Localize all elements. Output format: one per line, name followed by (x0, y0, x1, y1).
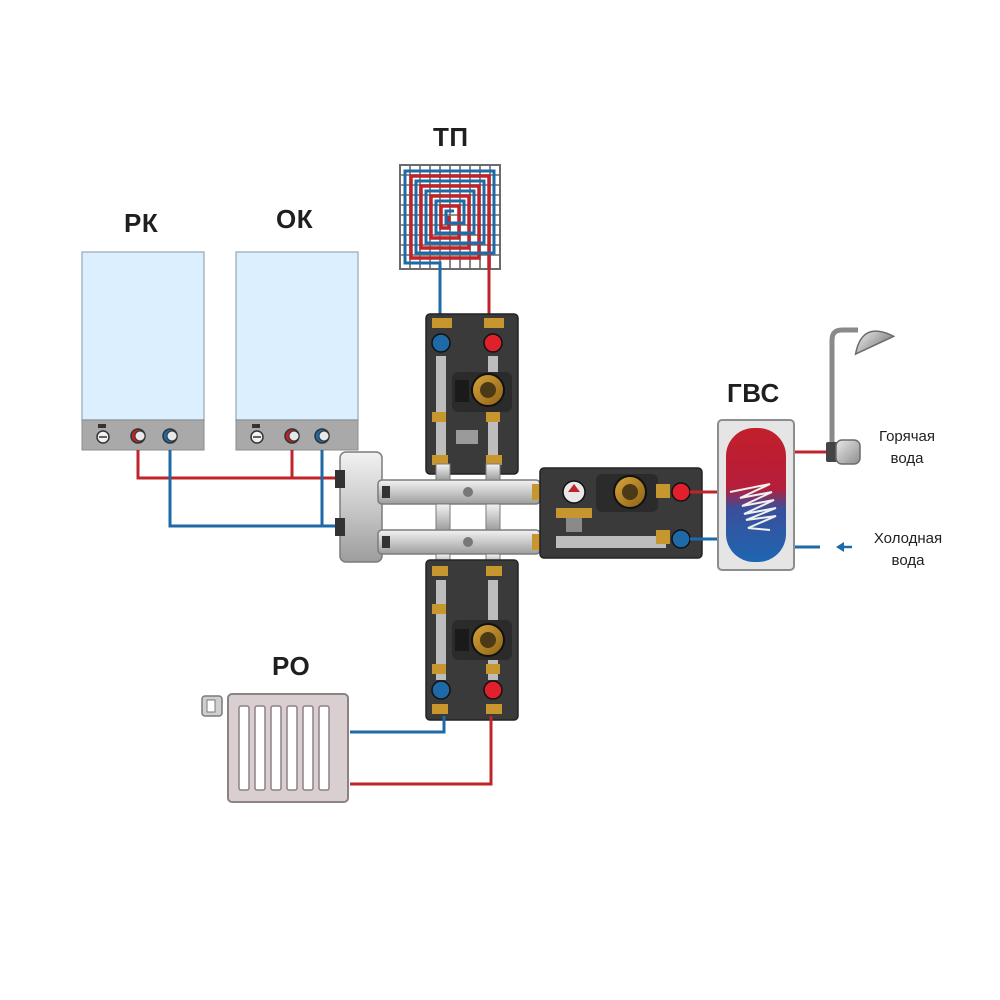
pump-unit-right-hot-gauge (671, 482, 691, 502)
label-rk: РК (124, 208, 159, 238)
pump-unit-right-cold-gauge (671, 529, 691, 549)
label-gvs: ГВС (727, 378, 780, 408)
label-ok: ОК (276, 204, 314, 234)
pump-unit-top-hot-gauge (483, 333, 503, 353)
hydraulic-separator (335, 451, 383, 563)
boiler-ok (235, 251, 359, 451)
boiler-pipes (136, 450, 338, 528)
pump-unit-top-cold-gauge (431, 333, 451, 353)
boiler-rk-cold-port (162, 428, 178, 444)
boiler-ok-cold-port (314, 428, 330, 444)
pump-unit-bottom-pump (452, 620, 512, 660)
pump-unit-right (539, 467, 703, 559)
boiler-rk (81, 251, 205, 451)
floor-heating-coil (399, 164, 501, 270)
pump-unit-bottom-hot-gauge (483, 680, 503, 700)
boiler-ok-hot-port (284, 428, 300, 444)
dhw-tank (717, 419, 795, 571)
pump-unit-bottom-cold-gauge (431, 680, 451, 700)
rk-hot-pipe (136, 450, 338, 480)
boiler-rk-knob (96, 424, 110, 444)
pump-unit-top-pump (452, 372, 512, 412)
label-hot-water: Горячая вода (862, 426, 952, 470)
pump-unit-right-valve (562, 480, 586, 504)
boiler-ok-knob (250, 424, 264, 444)
shower-icon (829, 327, 896, 448)
radiator-pipes (350, 716, 493, 786)
boiler-rk-hot-port (130, 428, 146, 444)
label-ro: РО (272, 651, 311, 681)
arrow-left-icon (836, 542, 852, 552)
label-cold-water: Холодная вода (858, 528, 958, 572)
label-cold-water-line1: Холодная (873, 530, 943, 547)
radiator (201, 693, 349, 803)
collector-manifold (377, 463, 546, 567)
pump-unit-top (425, 313, 519, 475)
ro-cold-pipe (350, 716, 446, 734)
rk-cold-pipe (168, 450, 338, 528)
label-tp: ТП (433, 122, 469, 152)
mixer-tap-icon (826, 439, 861, 465)
label-hot-water-line2: вода (890, 450, 924, 467)
pump-unit-bottom (425, 559, 519, 721)
pump-unit-right-pump (596, 474, 658, 512)
ro-hot-pipe (350, 716, 493, 786)
label-hot-water-line1: Горячая (878, 428, 936, 445)
floor-heating-pipes (438, 268, 491, 318)
label-cold-water-line2: вода (891, 552, 925, 569)
